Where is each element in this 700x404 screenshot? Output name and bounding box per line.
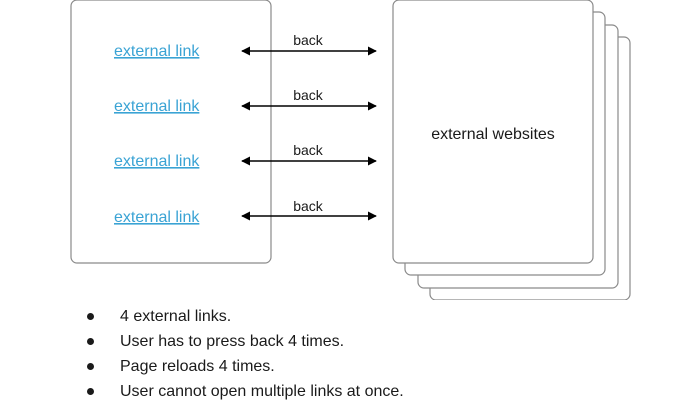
note-text: User cannot open multiple links at once. bbox=[120, 383, 404, 400]
back-label-2: back bbox=[293, 87, 324, 103]
navigation-diagram: external websites external link back ext… bbox=[70, 0, 631, 300]
note-item: User cannot open multiple links at once. bbox=[84, 379, 404, 404]
bullet-dot-icon bbox=[87, 313, 94, 320]
bullet-dot-icon bbox=[87, 363, 94, 370]
note-item: 4 external links. bbox=[84, 304, 404, 329]
note-item: User has to press back 4 times. bbox=[84, 329, 404, 354]
back-label-1: back bbox=[293, 32, 324, 48]
notes-list: 4 external links. User has to press back… bbox=[84, 304, 404, 404]
note-item: Page reloads 4 times. bbox=[84, 354, 404, 379]
back-label-4: back bbox=[293, 198, 324, 214]
external-link-1[interactable]: external link bbox=[114, 43, 200, 60]
source-page bbox=[70, 0, 272, 264]
bullet-dot-icon bbox=[87, 338, 94, 345]
website-page-front bbox=[392, 0, 594, 264]
note-text: User has to press back 4 times. bbox=[120, 333, 345, 350]
note-text: 4 external links. bbox=[120, 308, 232, 325]
external-link-2[interactable]: external link bbox=[114, 98, 200, 115]
websites-label: external websites bbox=[431, 126, 555, 143]
external-link-4[interactable]: external link bbox=[114, 209, 200, 226]
note-text: Page reloads 4 times. bbox=[120, 358, 275, 375]
back-label-3: back bbox=[293, 142, 324, 158]
external-link-3[interactable]: external link bbox=[114, 153, 200, 170]
bullet-dot-icon bbox=[87, 388, 94, 395]
